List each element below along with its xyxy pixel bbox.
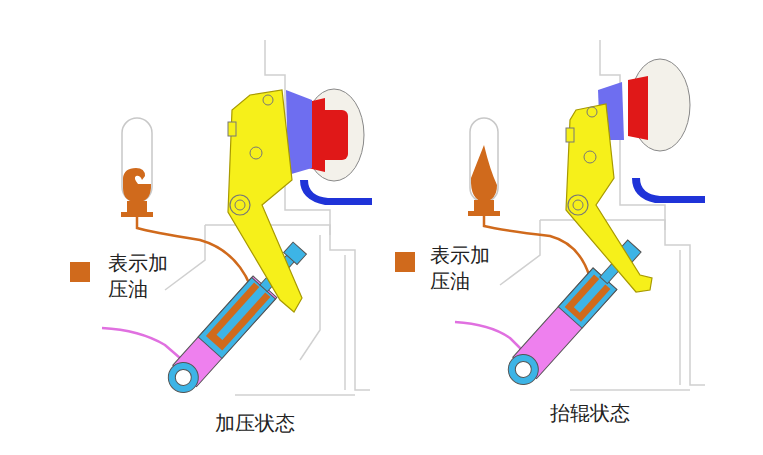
legend-swatch (70, 262, 90, 282)
legend-text: 表示加压油 (430, 242, 492, 294)
legend-text: 表示加压油 (108, 250, 170, 302)
legend-swatch (395, 252, 415, 272)
state-caption: 加压状态 (215, 410, 295, 436)
roller-lifted-figure (455, 40, 705, 391)
pressing-state-figure (102, 40, 372, 399)
state-caption: 抬辊状态 (550, 400, 630, 426)
